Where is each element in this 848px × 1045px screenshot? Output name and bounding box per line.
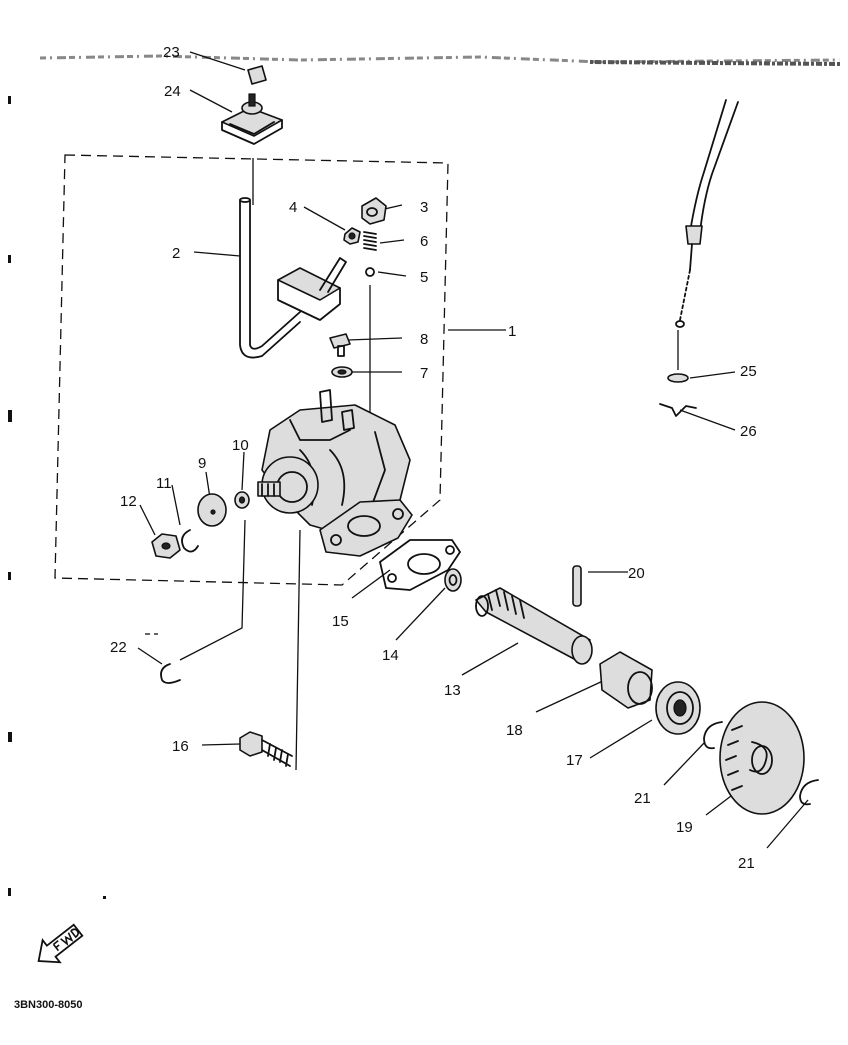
label-3: 3: [420, 199, 428, 216]
label-9: 9: [198, 455, 206, 472]
label-2: 2: [172, 245, 180, 262]
label-10: 10: [232, 437, 249, 454]
label-12: 12: [120, 493, 137, 510]
label-14: 14: [382, 647, 399, 664]
bearing-part-17: [655, 681, 701, 735]
part-code: 3BN300-8050: [14, 999, 83, 1011]
label-26: 26: [740, 423, 757, 440]
label-11: 11: [156, 475, 172, 492]
shaft-part-13: [475, 587, 593, 665]
label-17: 17: [566, 752, 583, 769]
fwd-arrow-icon: [37, 923, 84, 964]
label-22: 22: [110, 639, 127, 656]
label-8: 8: [420, 331, 428, 348]
grommet-part-24: [221, 93, 283, 145]
nut-part-4: [343, 227, 361, 245]
label-25: 25: [740, 363, 757, 380]
circlip-part-21b: [799, 779, 819, 806]
label-5: 5: [420, 269, 428, 286]
label-20: 20: [628, 565, 645, 582]
label-4: 4: [289, 199, 297, 216]
plate-part-9: [197, 493, 227, 527]
label-21-second: 21: [738, 855, 755, 872]
clip-part-11: [181, 529, 199, 553]
label-18: 18: [506, 722, 523, 739]
label-6: 6: [420, 233, 428, 250]
oil-cable: [675, 99, 739, 328]
bolt-part-16: [239, 731, 293, 767]
circlip-part-21a: [703, 721, 723, 750]
label-24: 24: [164, 83, 181, 100]
washer-part-10: [234, 491, 250, 509]
gear-part-19: [719, 701, 805, 815]
ball-part-5: [365, 267, 375, 277]
screw-part-8: [329, 333, 351, 357]
leader-lines: [137, 51, 809, 849]
spring-part-6: [363, 231, 377, 251]
label-7: 7: [420, 365, 428, 382]
clip-part-26: [659, 403, 697, 417]
label-21: 21: [634, 790, 651, 807]
label-13: 13: [444, 682, 461, 699]
oil-pipe-part-2: [239, 197, 347, 359]
clip-part-22: [145, 633, 181, 684]
label-19: 19: [676, 819, 693, 836]
washer-part-7: [331, 366, 353, 378]
label-16: 16: [172, 738, 189, 755]
label-23: 23: [163, 44, 180, 61]
oil-pump-body: [257, 389, 413, 557]
washer-part-25: [667, 373, 689, 383]
margin-marks: [8, 96, 106, 899]
nut-part-12: [151, 533, 181, 559]
cap-part-23: [247, 65, 267, 85]
label-15: 15: [332, 613, 349, 630]
collar-part-18: [599, 651, 653, 709]
fitting-part-3: [361, 197, 387, 225]
washer-part-14: [444, 568, 462, 592]
pin-part-20: [572, 565, 582, 607]
scan-noise-line: [39, 54, 841, 66]
part-labels: 23 24 2 4 3 6 5 1 8 7 9 10 11 12 15 14 2…: [110, 44, 757, 872]
label-1: 1: [508, 323, 516, 340]
gasket-part-15: [379, 539, 461, 591]
assembly-boundary: [54, 154, 449, 586]
